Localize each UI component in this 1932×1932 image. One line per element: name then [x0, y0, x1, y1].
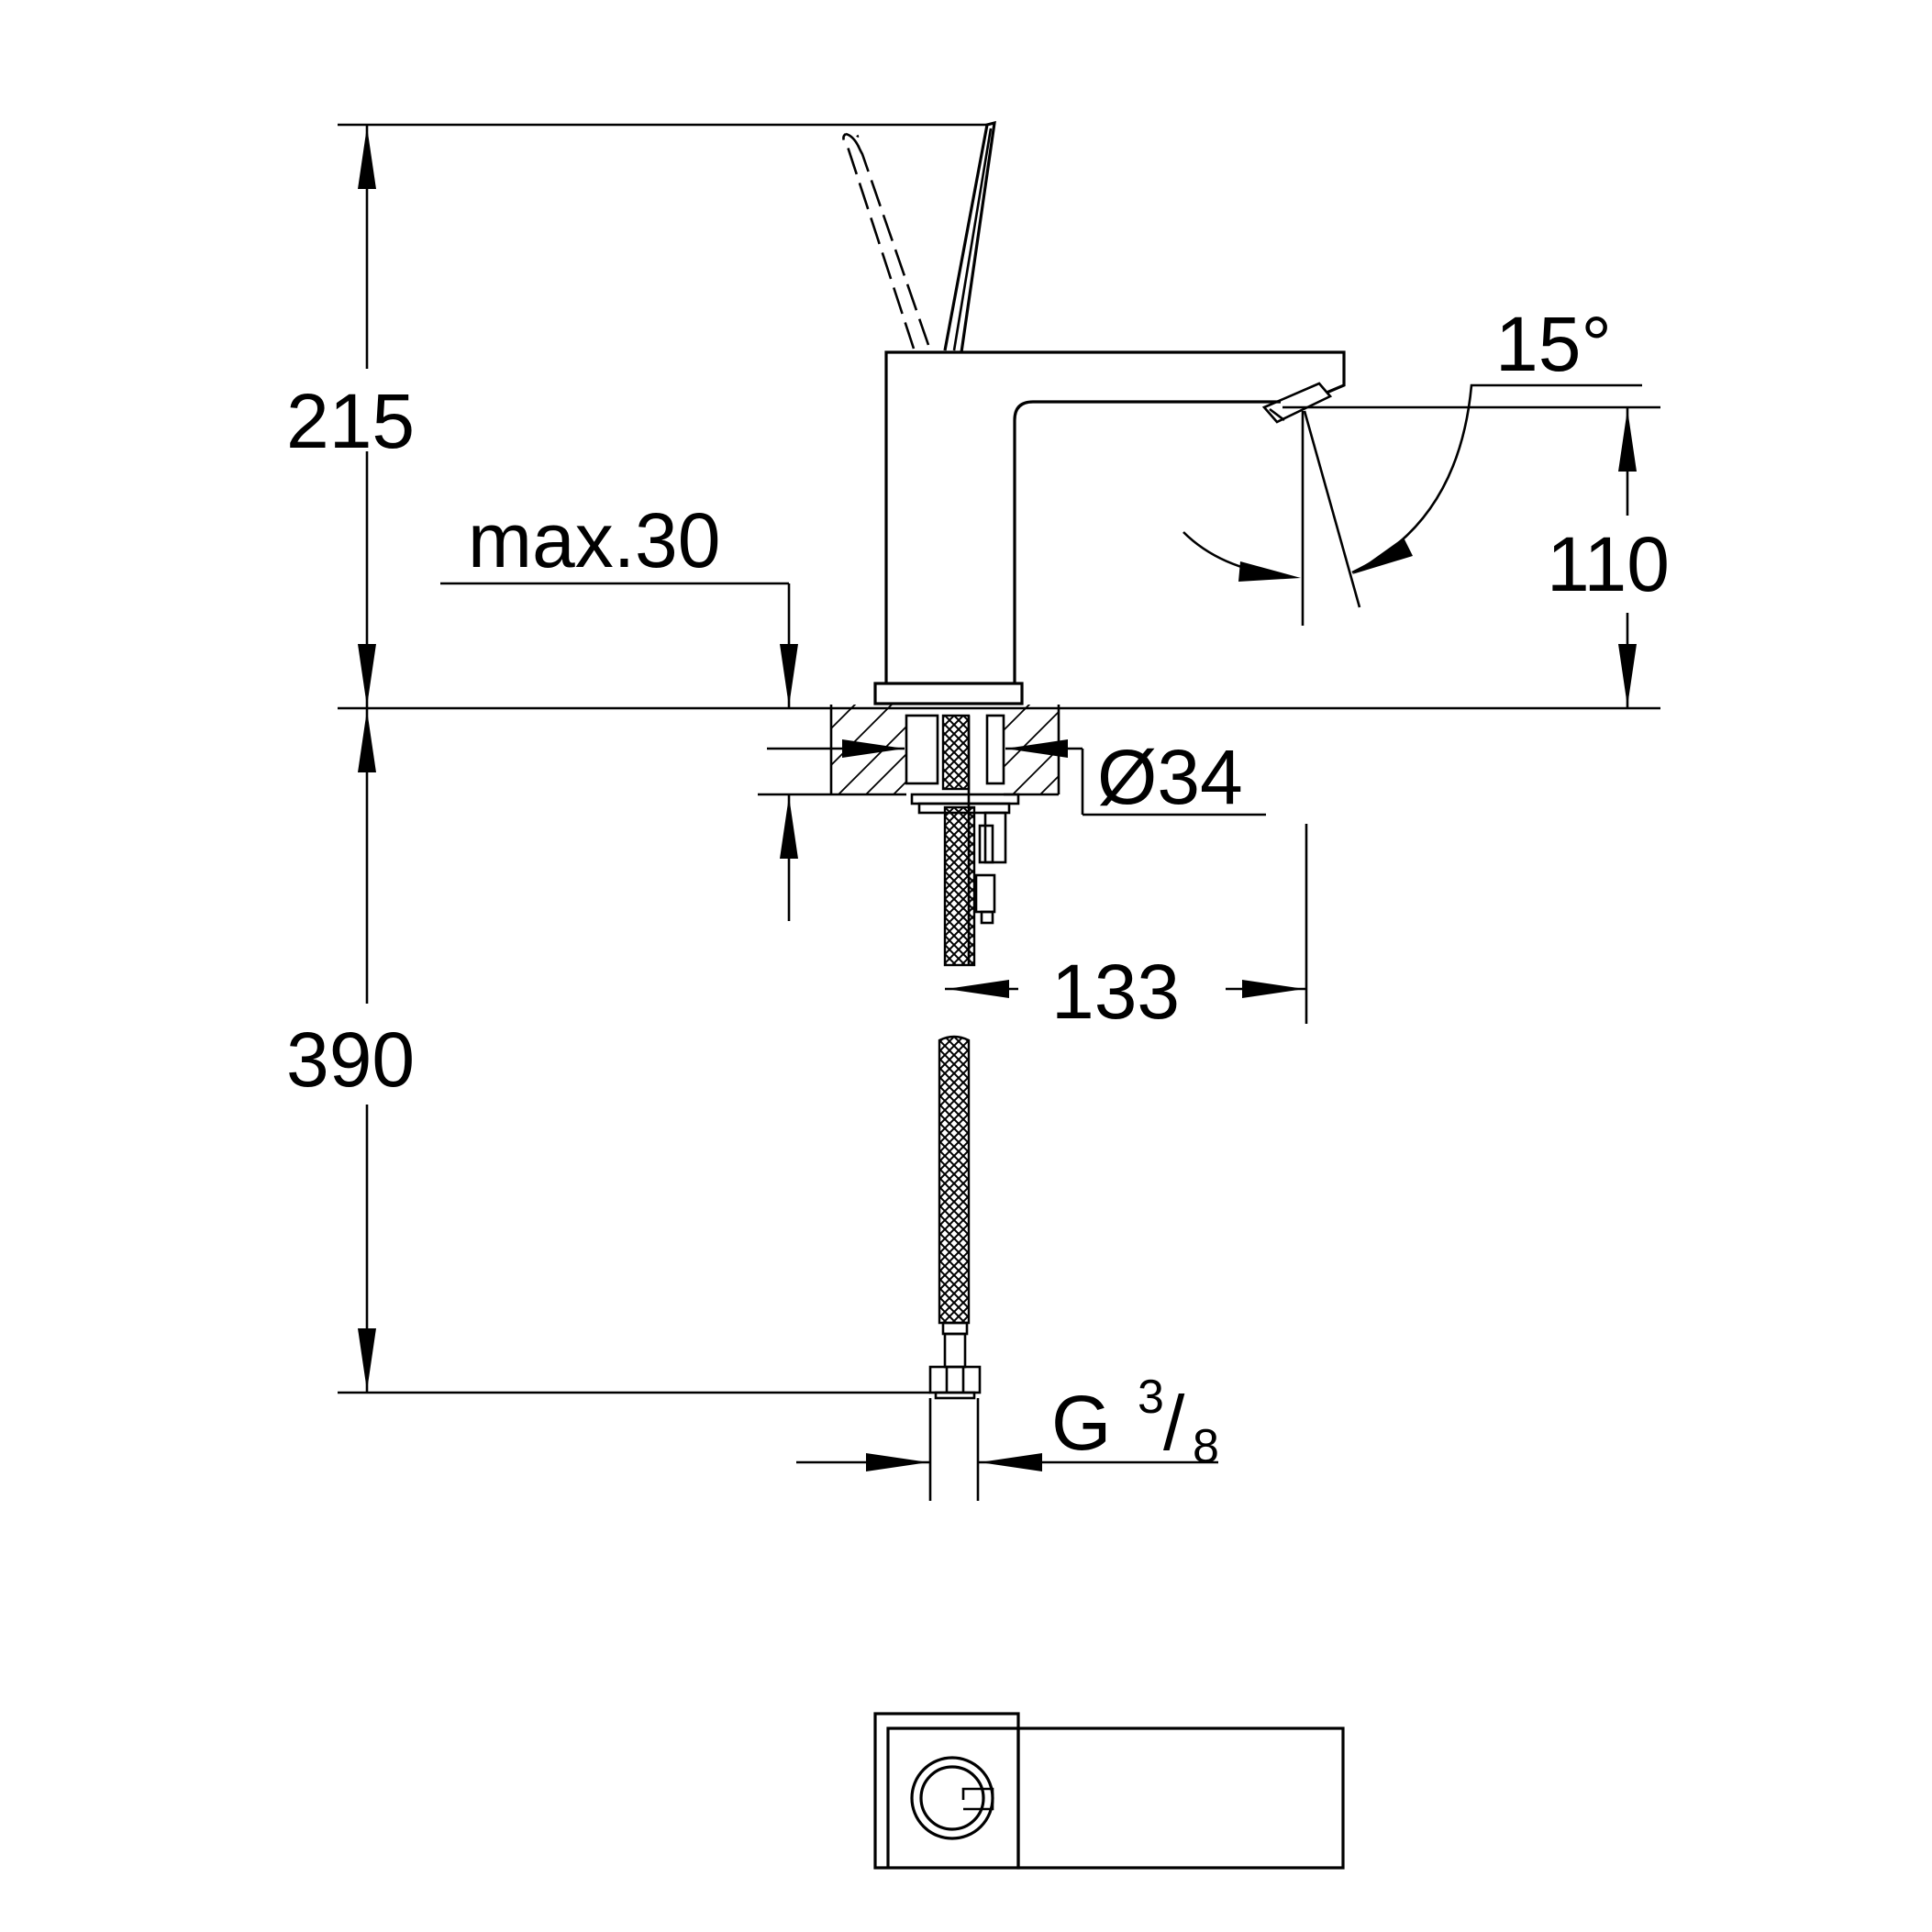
dimension-215-label: 215 [286, 378, 415, 464]
thread-denominator: 8 [1193, 1420, 1219, 1473]
dimension-hole-diameter-label: Ø34 [1097, 734, 1243, 820]
dimension-angle-label: 15° [1495, 301, 1612, 387]
dimension-reach-label: 133 [1051, 949, 1180, 1035]
dimension-thread-label: G 3 / 8 [1051, 1371, 1219, 1473]
flexible-hose-upper [941, 714, 976, 967]
faucet-top-view [873, 1712, 1345, 1870]
flexible-hose-lower [938, 1035, 971, 1325]
thread-numerator: 3 [1138, 1371, 1164, 1424]
thread-slash: / [1163, 1380, 1185, 1466]
lever-handle-open-position [842, 132, 930, 350]
fixing-assembly [905, 714, 1020, 925]
lever-handle [943, 120, 996, 353]
thread-letter: G [1051, 1380, 1111, 1466]
hose-connector [928, 1321, 982, 1501]
dimension-390-label: 390 [286, 1016, 415, 1103]
faucet-body [873, 350, 1346, 705]
dimension-lines [338, 123, 1660, 1471]
dimension-max-deck-label: max.30 [468, 497, 720, 583]
aerator [1261, 382, 1333, 424]
dimension-110-label: 110 [1547, 521, 1670, 607]
